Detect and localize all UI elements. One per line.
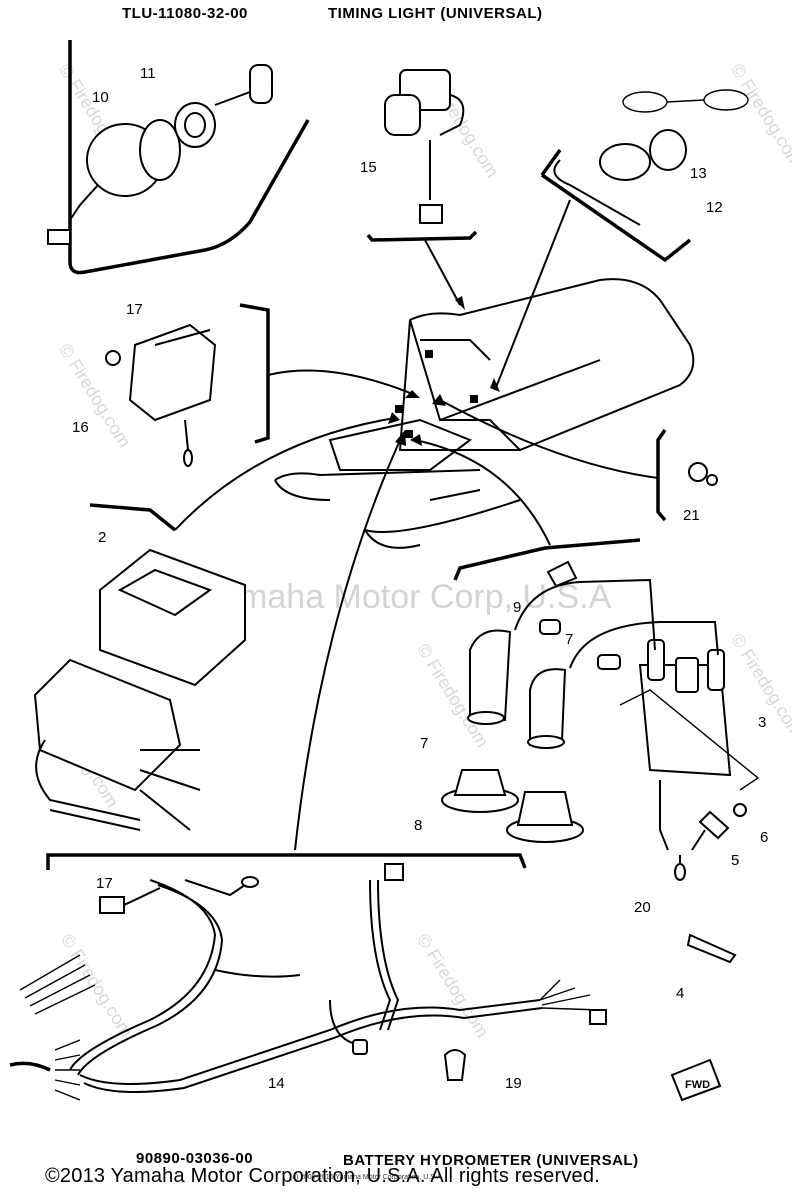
copyright-line: ©2013 Yamaha Motor Corporation, U.S.A. A… — [45, 1165, 600, 1187]
callout-15: 14 — [268, 1075, 285, 1092]
fwd-badge — [670, 1058, 722, 1102]
leader-lines — [89, 303, 667, 851]
callout-4: 4 — [676, 985, 684, 1002]
callout-10: 10 — [92, 89, 109, 106]
snowmobile-body — [274, 278, 695, 549]
callout-18: 17 — [96, 875, 113, 892]
part-15-wire-harness — [9, 853, 607, 1101]
part-21-clamp — [688, 462, 718, 486]
header-part-number: TLU-11080-32-00 — [122, 5, 248, 22]
part-20-lead — [674, 855, 686, 881]
callout-7a: 7 — [565, 631, 573, 648]
callout-12: 12 — [706, 199, 723, 216]
part-14-switch — [366, 69, 478, 310]
part-5-6-bolt-washer — [691, 803, 747, 851]
small-notice: (c) 2005-2016 Yamaha Motor Corporation, … — [290, 1174, 442, 1181]
callout-16: 16 — [72, 419, 89, 436]
callout-11: 11 — [140, 65, 156, 82]
part-9-clip — [546, 560, 578, 588]
callout-8: 8 — [414, 817, 422, 834]
callout-9: 9 — [513, 599, 521, 616]
part-8-grommets — [441, 769, 584, 843]
callout-7b: 7 — [420, 735, 428, 752]
callout-2: 2 — [98, 529, 106, 546]
callout-19: 19 — [505, 1075, 522, 1092]
callout-5: 5 — [731, 852, 739, 869]
callout-3: 3 — [758, 714, 766, 731]
part-3-ignition-coil — [619, 639, 760, 851]
fwd-badge-text: FWD — [685, 1079, 710, 1091]
callout-17: 17 — [126, 301, 143, 318]
callout-6: 6 — [760, 829, 768, 846]
part-2-cdi-unit — [33, 548, 246, 831]
callout-14: 15 — [360, 159, 377, 176]
callout-20: 20 — [634, 899, 651, 916]
callout-21: 21 — [683, 507, 700, 524]
header-tool-name: TIMING LIGHT (UNIVERSAL) — [328, 5, 543, 22]
footer-tool-name: BATTERY HYDROMETER (UNIVERSAL) — [343, 1152, 639, 1169]
center-watermark: Yamaha Motor Corp, U.S.A — [200, 578, 612, 616]
part-7-plug-caps — [467, 578, 719, 749]
part-16-regulator — [105, 323, 217, 467]
group-key-switch-top-right — [490, 89, 749, 392]
callout-labels: 10 11 15 13 12 17 16 21 2 9 7 3 7 8 6 5 … — [72, 65, 768, 1092]
part-4-cable-tie — [686, 933, 737, 964]
part-19-clamp — [443, 1049, 467, 1081]
footer-part-number: 90890-03036-00 — [136, 1150, 254, 1167]
group-ignition-switch-top-left — [47, 40, 310, 275]
callout-13: 13 — [690, 165, 707, 182]
